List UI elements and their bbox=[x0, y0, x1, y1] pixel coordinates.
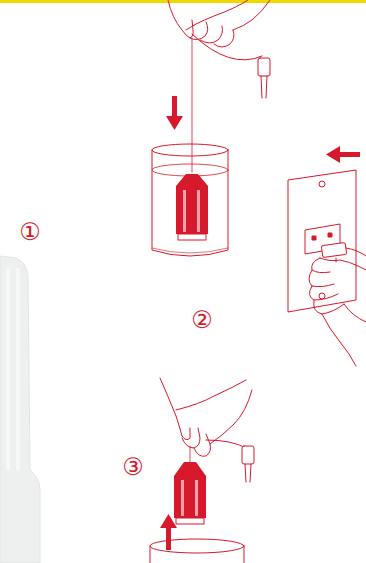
step-3-figure bbox=[150, 378, 254, 563]
callout-number: ③ bbox=[122, 455, 144, 479]
step-2-socket bbox=[288, 170, 356, 312]
step-3-arrow bbox=[160, 514, 177, 550]
step-3-device bbox=[174, 462, 206, 524]
step-1-device bbox=[176, 174, 208, 240]
step-2-hand bbox=[309, 242, 366, 366]
callout-number: ① bbox=[19, 220, 41, 244]
step-1-figure bbox=[152, 0, 270, 256]
step-2-arrow bbox=[326, 146, 360, 163]
step-1-arrow bbox=[166, 96, 183, 130]
callout-number: ② bbox=[191, 308, 213, 332]
top-bar bbox=[0, 0, 366, 3]
lamp-photo bbox=[0, 256, 40, 563]
